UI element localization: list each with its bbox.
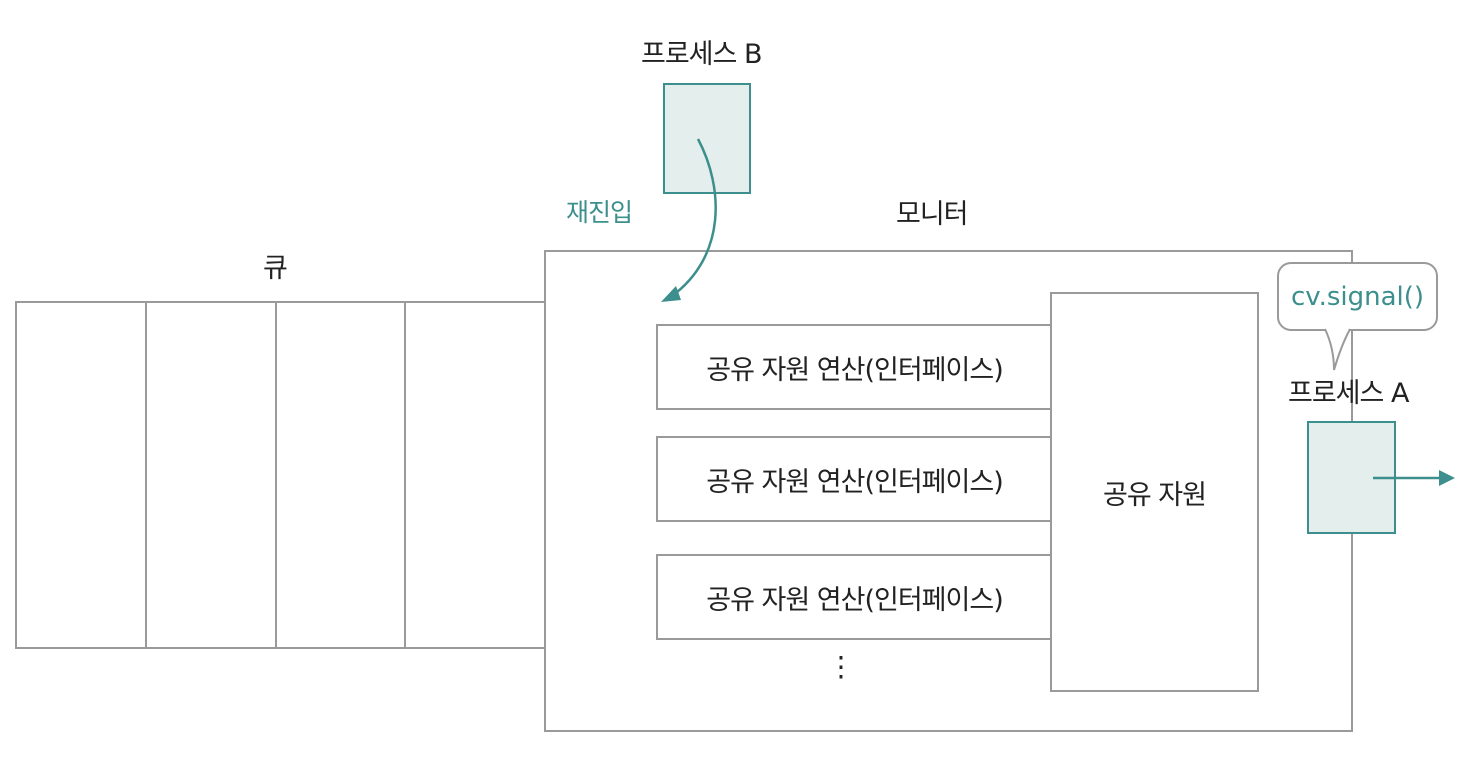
operation-label: 공유 자원 연산(인터페이스) bbox=[706, 354, 1003, 386]
shared-resource-operation: 공유 자원 연산(인터페이스) bbox=[656, 324, 1053, 410]
process-a-label: 프로세스 A bbox=[1288, 378, 1409, 409]
shared-resource-label: 공유 자원 bbox=[1103, 479, 1207, 511]
queue-slot bbox=[275, 301, 406, 649]
queue-slot bbox=[15, 301, 147, 649]
reentry-arrowhead bbox=[661, 286, 681, 302]
queue-label: 큐 bbox=[263, 253, 288, 284]
monitor-label: 모니터 bbox=[896, 199, 969, 230]
operation-label: 공유 자원 연산(인터페이스) bbox=[706, 466, 1003, 498]
shared-resource-box: 공유 자원 bbox=[1050, 292, 1259, 692]
shared-resource-operation: 공유 자원 연산(인터페이스) bbox=[656, 436, 1053, 522]
more-operations-ellipsis: ⋮ bbox=[827, 650, 855, 683]
reentry-arrow bbox=[671, 138, 717, 298]
queue-slot bbox=[145, 301, 277, 649]
operation-label: 공유 자원 연산(인터페이스) bbox=[706, 584, 1003, 616]
queue-slot bbox=[404, 301, 546, 649]
exit-arrowhead bbox=[1439, 470, 1455, 486]
process-b-label: 프로세스 B bbox=[641, 39, 762, 70]
speech-bubble-tail bbox=[1324, 328, 1351, 371]
signal-label: cv.signal() bbox=[1290, 281, 1425, 312]
signal-speech-bubble: cv.signal() bbox=[1277, 262, 1438, 331]
process-b-box bbox=[663, 83, 751, 194]
reentry-label: 재진입 bbox=[566, 198, 633, 227]
shared-resource-operation: 공유 자원 연산(인터페이스) bbox=[656, 554, 1053, 640]
